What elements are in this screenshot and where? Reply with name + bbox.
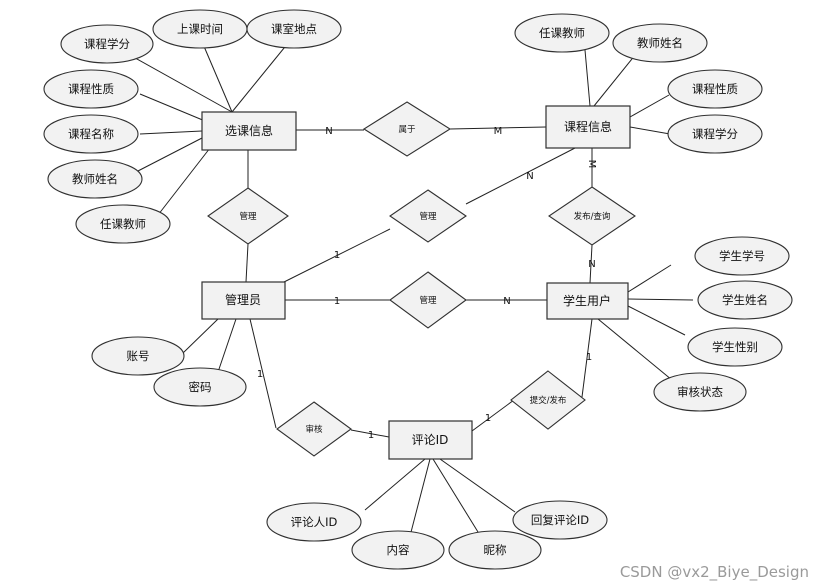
card-student-manage: N <box>503 296 510 307</box>
relation-manage-student-label: 管理 <box>419 295 437 306</box>
svg-text:教师姓名: 教师姓名 <box>72 172 118 186</box>
relation-audit-label: 审核 <box>305 424 323 435</box>
attr-reply-review-id: 回复评论ID <box>512 500 608 540</box>
entity-course-selection-label: 选课信息 <box>225 123 273 138</box>
attr-selection-classroom: 课室地点 <box>246 9 342 49</box>
attr-course-credit: 课程学分 <box>667 114 763 154</box>
attr-student-no: 学生学号 <box>694 236 790 276</box>
card-review-submit: 1 <box>485 413 491 424</box>
entity-course-selection: 选课信息 <box>201 111 297 151</box>
attr-selection-teacher-name: 教师姓名 <box>47 159 143 199</box>
card-selection-belongs: N <box>325 126 332 137</box>
relation-manage-course: 管理 <box>389 189 467 243</box>
attr-course-nature: 课程性质 <box>667 69 763 109</box>
entity-admin: 管理员 <box>201 281 286 320</box>
svg-text:课程学分: 课程学分 <box>84 37 130 51</box>
svg-text:账号: 账号 <box>127 349 150 363</box>
svg-text:学生学号: 学生学号 <box>719 249 765 263</box>
watermark: CSDN @vx2_Biye_Design <box>619 563 809 581</box>
attr-course-teacher-name: 教师姓名 <box>612 23 708 63</box>
card-course-manage: N <box>526 171 533 182</box>
attr-student-name: 学生姓名 <box>697 280 793 320</box>
svg-text:上课时间: 上课时间 <box>177 22 223 36</box>
attr-content: 内容 <box>351 530 445 570</box>
entity-admin-label: 管理员 <box>225 292 261 307</box>
svg-text:内容: 内容 <box>387 543 410 557</box>
card-student-submit: 1 <box>586 352 592 363</box>
relation-manage-course-label: 管理 <box>419 211 437 222</box>
attr-selection-course-name: 课程名称 <box>43 114 139 154</box>
relation-audit: 审核 <box>276 401 352 457</box>
relation-submit-publish: 提交/发布 <box>510 370 586 430</box>
entity-course-info-label: 课程信息 <box>564 119 612 134</box>
cardinality-labels: N M N 1 M N 1 N 1 1 1 1 <box>257 126 597 441</box>
svg-text:昵称: 昵称 <box>484 543 507 557</box>
relation-publish-query-label: 发布/查询 <box>574 211 611 222</box>
attr-selection-teacher: 任课教师 <box>75 204 171 244</box>
relation-belongs-to-label: 属于 <box>398 125 416 135</box>
svg-text:课程名称: 课程名称 <box>68 127 114 141</box>
svg-text:课程性质: 课程性质 <box>692 82 738 96</box>
svg-text:密码: 密码 <box>189 380 212 394</box>
svg-text:学生姓名: 学生姓名 <box>722 293 768 307</box>
svg-text:回复评论ID: 回复评论ID <box>531 513 589 527</box>
svg-text:教师姓名: 教师姓名 <box>637 36 683 50</box>
svg-text:课室地点: 课室地点 <box>271 22 317 36</box>
attr-selection-credit: 课程学分 <box>60 24 154 64</box>
attr-reviewer-id: 评论人ID <box>266 502 362 542</box>
card-student-publish: N <box>588 259 595 270</box>
entity-review-id-label: 评论ID <box>412 433 449 447</box>
relation-publish-query: 发布/查询 <box>548 186 636 246</box>
relation-manage-selection: 管理 <box>207 187 289 245</box>
card-admin-audit: 1 <box>257 369 263 380</box>
entity-review-id: 评论ID <box>388 420 473 460</box>
card-review-audit: 1 <box>368 430 374 441</box>
svg-text:评论人ID: 评论人ID <box>291 515 338 529</box>
svg-text:任课教师: 任课教师 <box>100 217 146 231</box>
svg-text:课程性质: 课程性质 <box>68 82 114 96</box>
attr-admin-account: 账号 <box>91 336 185 376</box>
attr-student-gender: 学生性别 <box>687 327 783 367</box>
attr-selection-nature: 课程性质 <box>43 69 139 109</box>
entity-student-user: 学生用户 <box>546 282 629 320</box>
attr-admin-password: 密码 <box>153 367 247 407</box>
card-course-belongs: M <box>494 126 503 137</box>
entity-student-user-label: 学生用户 <box>563 293 611 308</box>
attr-nickname: 昵称 <box>448 530 542 570</box>
svg-text:审核状态: 审核状态 <box>677 385 723 399</box>
svg-text:学生性别: 学生性别 <box>712 340 758 354</box>
card-admin-manage-student: 1 <box>334 296 340 307</box>
relation-belongs-to: 属于 <box>362 101 452 157</box>
svg-text:课程学分: 课程学分 <box>692 127 738 141</box>
entity-course-info: 课程信息 <box>545 105 631 149</box>
card-course-publish: M <box>586 160 597 169</box>
edges <box>109 36 694 537</box>
attr-selection-class-time: 上课时间 <box>152 9 248 49</box>
card-admin-manage-course: 1 <box>334 250 340 261</box>
relation-submit-publish-label: 提交/发布 <box>530 395 567 406</box>
relation-manage-selection-label: 管理 <box>239 211 257 222</box>
attr-student-audit-status: 审核状态 <box>653 372 747 412</box>
relation-manage-student: 管理 <box>389 271 467 329</box>
svg-text:任课教师: 任课教师 <box>539 26 585 40</box>
attr-course-teacher: 任课教师 <box>514 13 610 53</box>
